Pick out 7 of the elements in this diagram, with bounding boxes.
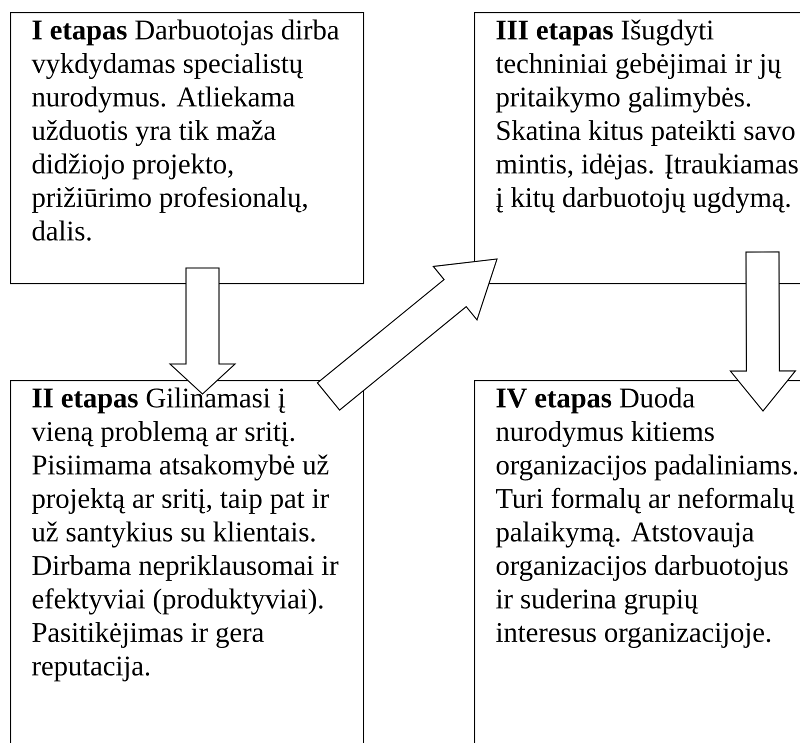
stage-box: II etapas Gilinamasi į vieną problemą ar sritį. Pisiimama atsakomybė už projektą ar sritį, taip pat ir už santykius su klientais. Dirbama nepriklausomai ir efektyviai (produktyviai). Pasitikėjimas ir gera reputacija.	[10, 380, 364, 743]
block-arrow	[168, 267, 236, 395]
stage-box: IV etapas Duoda nurodymus kitiems organizacijos padaliniams. Turi formalų ar neformalų palaikymą. Atstovauja organizacijos darbuotojus ir suderina grupių interesus organizacijoje.	[474, 380, 800, 743]
block-arrow	[316, 258, 498, 411]
block-arrow	[729, 251, 797, 412]
stage-box: III etapas Išugdyti techniniai gebėjimai ir jų pritaikymo galimybės. Skatina kitus pateikti savo mintis, idėjas. Įtraukiamas į kitų darbuotojų ugdymą.	[474, 12, 800, 284]
stage-box: I etapas Darbuotojas dirba vykdydamas specialistų nurodymus. Atliekama užduotis yra tik maža didžiojo projekto, prižiūrimo profesionalų, dalis.	[10, 12, 364, 284]
